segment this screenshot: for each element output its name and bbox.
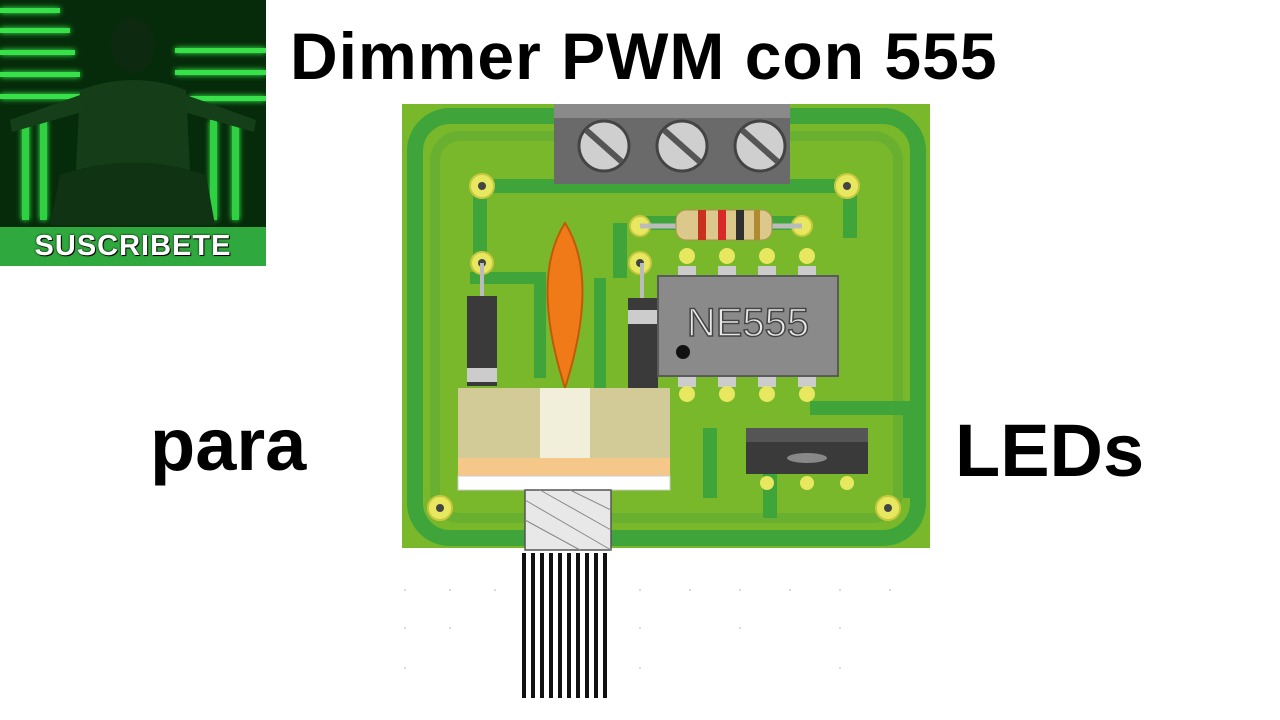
- word-leds: LEDs: [955, 409, 1145, 492]
- person-silhouette: [10, 17, 256, 225]
- subscribe-badge[interactable]: SUSCRIBETE: [0, 227, 266, 266]
- potentiometer-shaft: [522, 553, 607, 698]
- transistor: [746, 428, 868, 490]
- potentiometer: [457, 388, 671, 698]
- pcb-illustration: NE555: [402, 104, 930, 698]
- diode-right: [628, 263, 658, 388]
- terminal-block: [554, 104, 790, 184]
- ic-ne555: [657, 248, 839, 402]
- ic-label: NE555: [687, 301, 809, 345]
- channel-thumbnail[interactable]: SUSCRIBETE: [0, 0, 266, 266]
- resistor: [640, 209, 802, 241]
- page-title: Dimmer PWM con 555: [290, 19, 998, 93]
- diode-left: [467, 263, 497, 386]
- word-para: para: [150, 403, 307, 486]
- grid-dots: [404, 589, 891, 669]
